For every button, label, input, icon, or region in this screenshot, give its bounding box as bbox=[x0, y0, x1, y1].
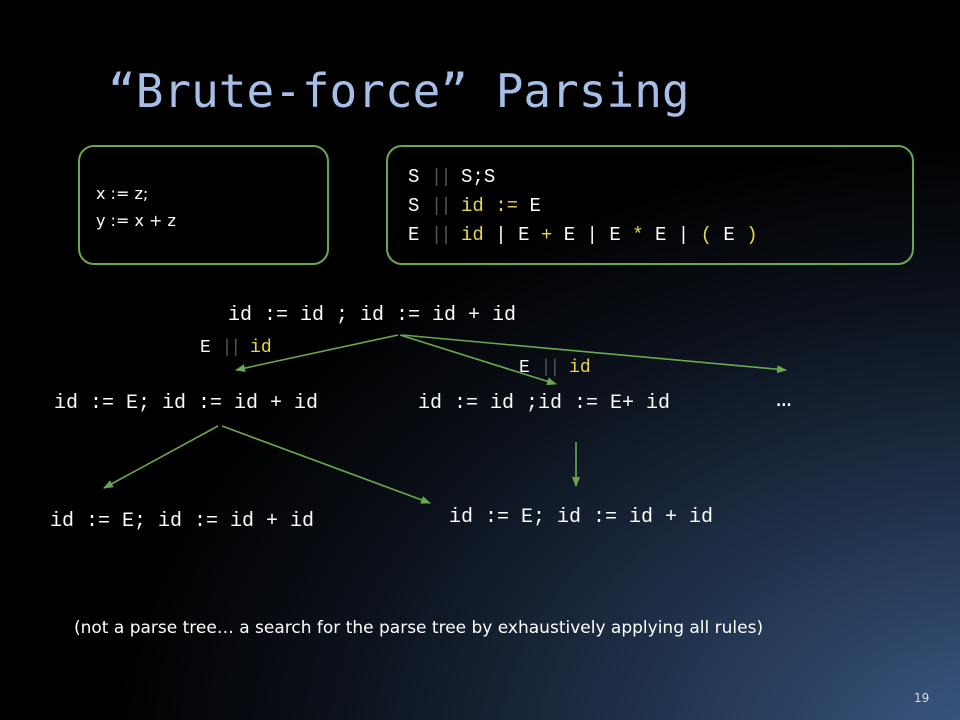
program-box: x := z; y := x + z bbox=[78, 145, 329, 265]
slide-title: “Brute-force” Parsing bbox=[108, 64, 690, 118]
page-number: 19 bbox=[914, 691, 930, 705]
derivation-middle: id := id ;id := E+ id bbox=[418, 392, 671, 415]
derivation-left: id := E; id := id + id bbox=[54, 392, 319, 415]
arrow-left-to-level2-left bbox=[103, 425, 219, 489]
ellipsis: … bbox=[776, 384, 792, 414]
arrow-left-to-level2-right bbox=[221, 425, 431, 504]
derivation-level2-left: id := E; id := id + id bbox=[50, 510, 315, 533]
program-line-1: x := z; bbox=[96, 184, 149, 203]
arrow-root-to-ellipsis bbox=[401, 334, 787, 374]
program-line-2: y := x + z bbox=[96, 211, 176, 230]
arrow-root-to-left bbox=[235, 334, 399, 373]
derivation-level2-right: id := E; id := id + id bbox=[449, 506, 714, 529]
caption: (not a parse tree… a search for the pars… bbox=[74, 618, 764, 638]
rule-label-middle: E || id bbox=[519, 358, 591, 378]
grammar-rule-3: E || id | E + E | E * E | ( E ) bbox=[408, 224, 758, 246]
grammar-rule-2: S || id := E bbox=[408, 195, 541, 217]
arrow-root-to-middle bbox=[399, 334, 557, 386]
grammar-rule-1: S || S;S bbox=[408, 166, 496, 188]
root-string: id := id ; id := id + id bbox=[228, 304, 517, 327]
rule-label-left: E || id bbox=[200, 338, 272, 358]
grammar-box: S || S;S S || id := E E || id | E + E | … bbox=[386, 145, 914, 265]
